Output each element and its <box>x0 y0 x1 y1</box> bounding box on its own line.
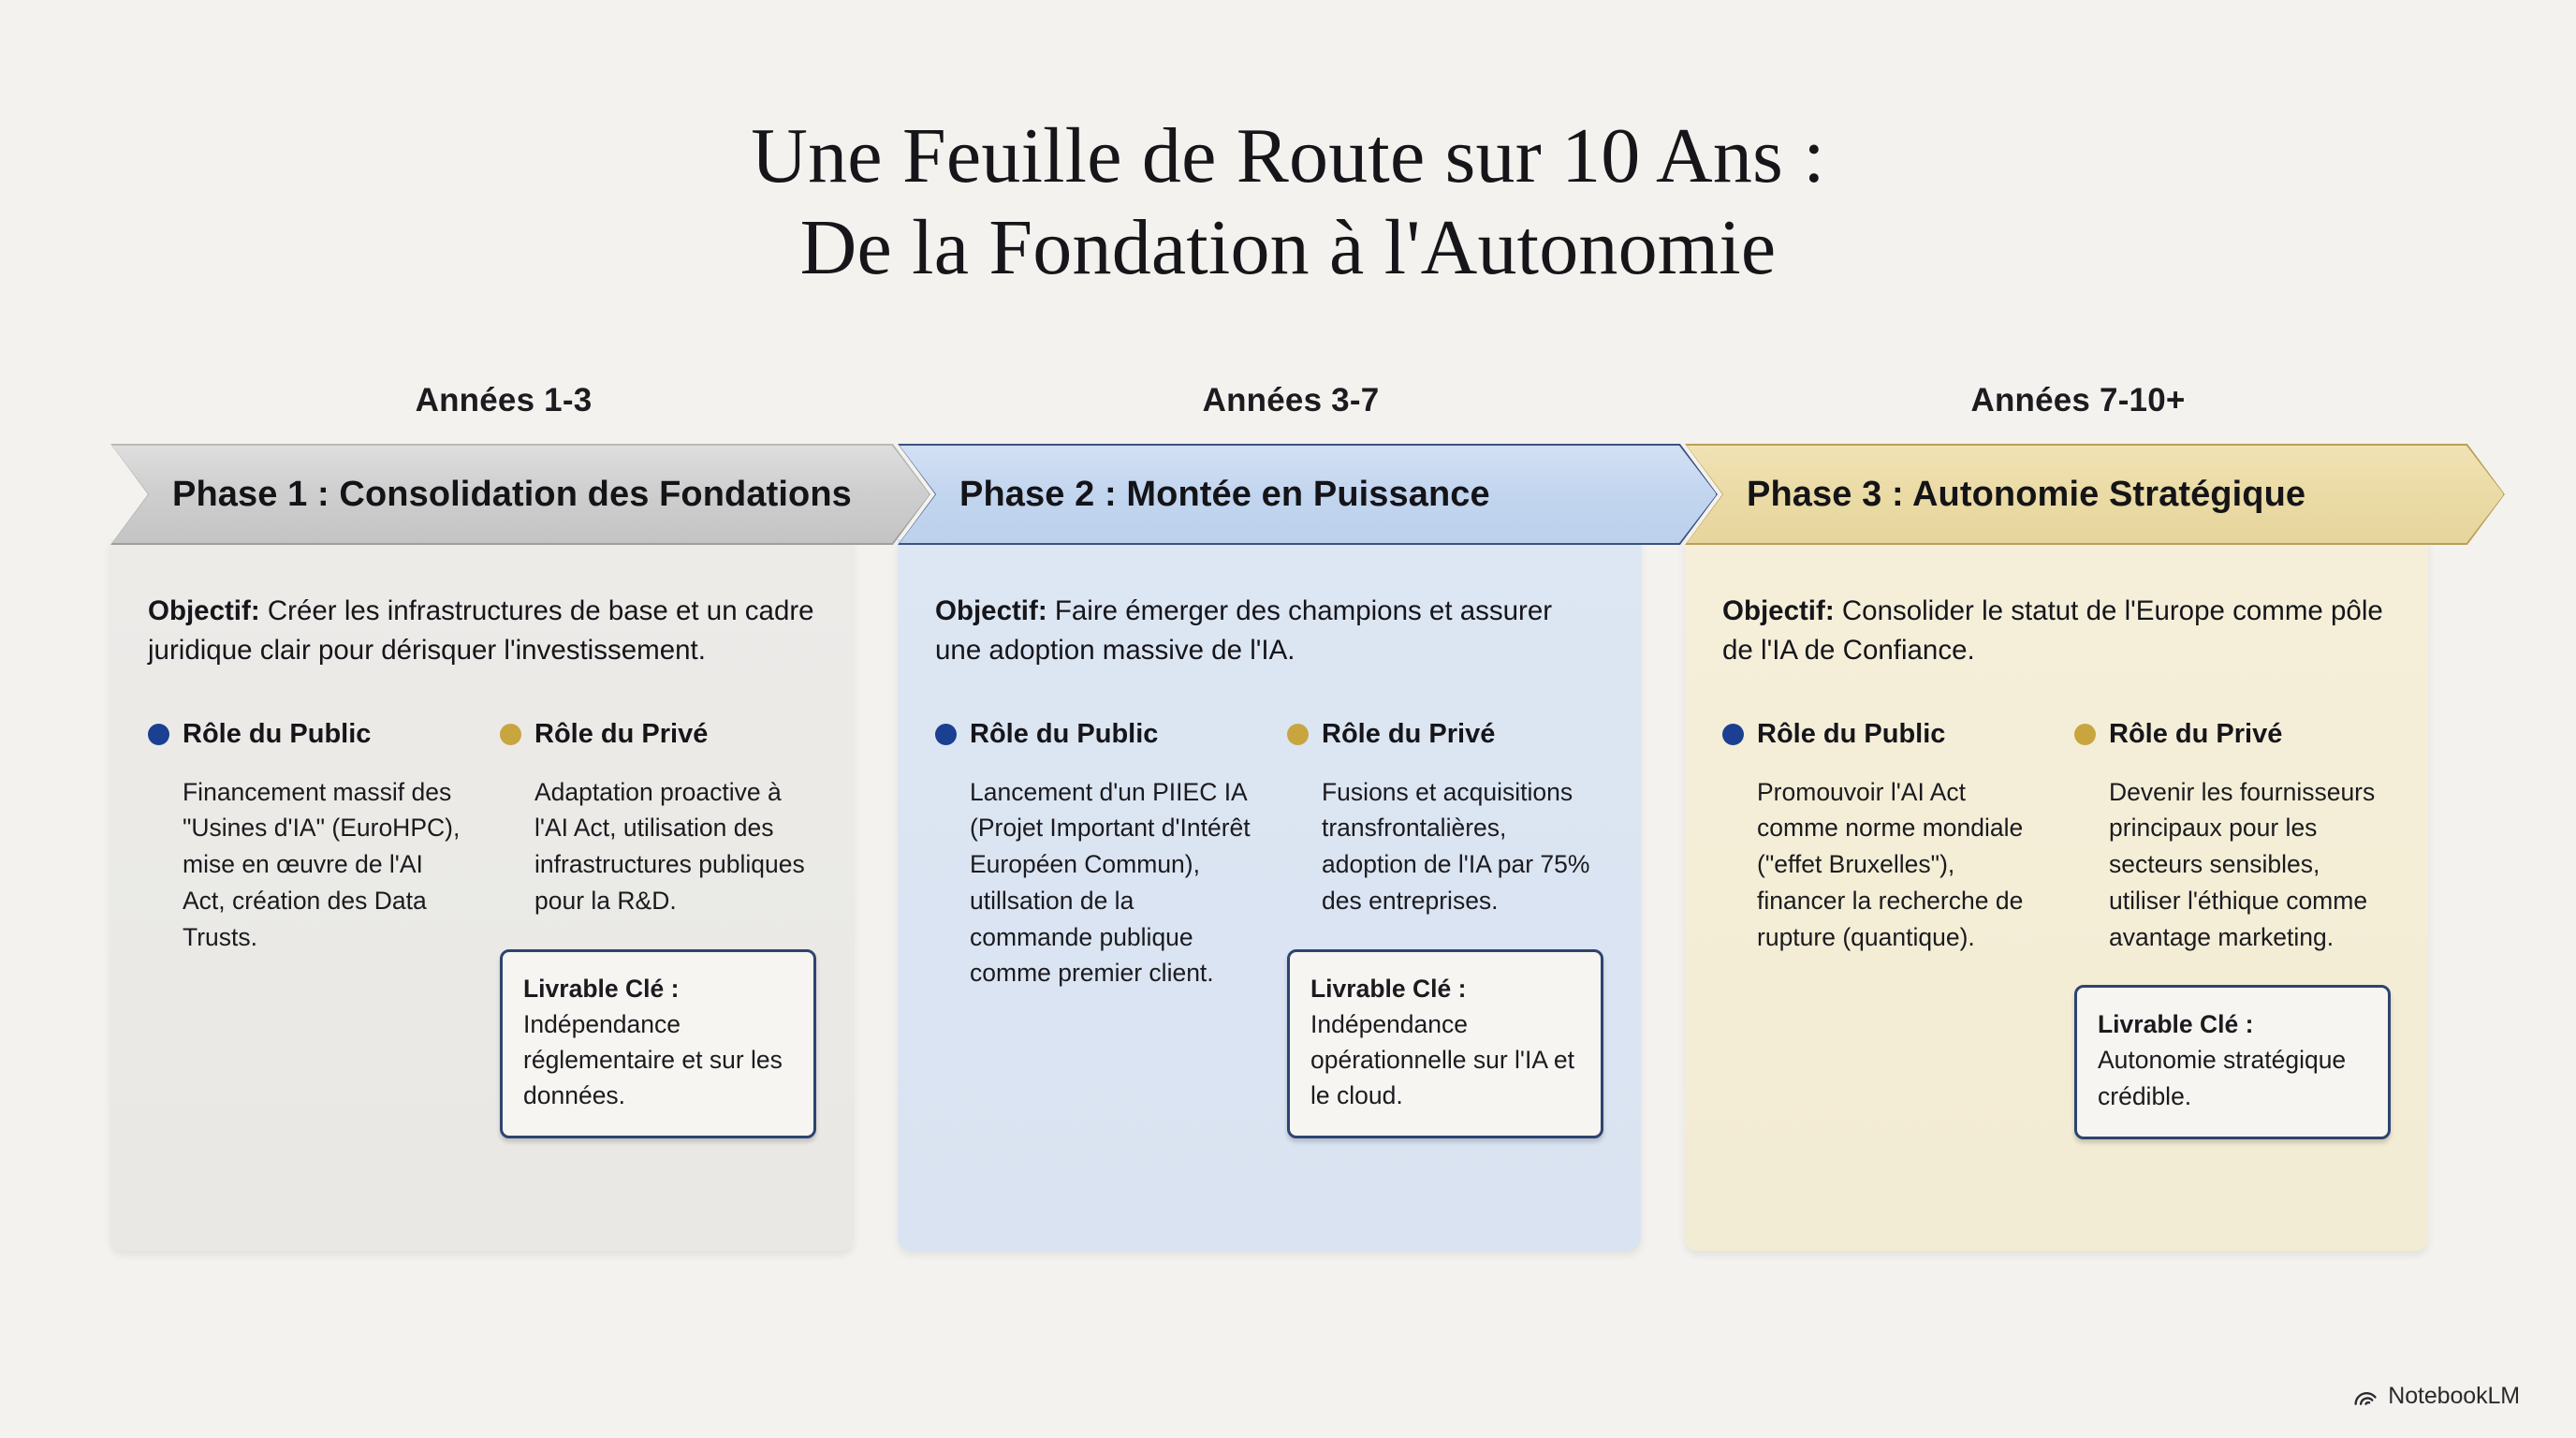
phase-3-public-column: Rôle du Public Promouvoir l'AI Act comme… <box>1722 719 2039 1139</box>
phase-3-public-text: Promouvoir l'AI Act comme norme mondiale… <box>1757 777 2024 951</box>
phase-2-public-text: Lancement d'un PIIEC IA (Projet Importan… <box>970 777 1251 988</box>
phase-2-objective: Objectif: Faire émerger des champions et… <box>935 592 1603 670</box>
phase-1-private-title: Rôle du Privé <box>534 718 709 749</box>
phase-1-objective: Objectif: Créer les infrastructures de b… <box>148 592 816 670</box>
phase-column-1: Années 1-3 Phase 1 : Consolidation des F… <box>110 382 930 1251</box>
phase-2-roles: Rôle du Public Lancement d'un PIIEC IA (… <box>935 719 1603 1139</box>
phase-3-private-header: Rôle du Privé <box>2074 719 2391 750</box>
private-role-dot-icon <box>1287 723 1309 745</box>
public-role-dot-icon <box>148 723 169 745</box>
phase-2-objective-text: Faire émerger des champions et assurer u… <box>935 595 1553 666</box>
phase-2-public-title: Rôle du Public <box>970 718 1159 749</box>
footer-branding: NotebookLM <box>2352 1383 2520 1410</box>
objectif-prefix: Objectif: <box>1722 595 1835 626</box>
objectif-prefix: Objectif: <box>148 595 260 626</box>
chevron-face-shape <box>112 446 929 543</box>
phase-1-years-label: Années 1-3 <box>415 382 593 418</box>
title-line-2: De la Fondation à l'Autonomie <box>799 204 1777 292</box>
phase-1-private-header: Rôle du Privé <box>500 719 816 750</box>
phase-3-private-text: Devenir les fournisseurs principaux pour… <box>2109 777 2376 951</box>
phase-1-banner[interactable]: Phase 1 : Consolidation des Fondations <box>110 444 930 545</box>
phase-2-livrable-label: Livrable Clé : <box>1310 974 1467 1003</box>
phase-1-public-column: Rôle du Public Financement massif des "U… <box>148 719 464 1138</box>
phase-1-private-column: Rôle du Privé Adaptation proactive à l'A… <box>500 719 816 1139</box>
objectif-prefix: Objectif: <box>935 595 1047 626</box>
page-title: Une Feuille de Route sur 10 Ans : De la … <box>0 110 2576 295</box>
phase-1-roles: Rôle du Public Financement massif des "U… <box>148 719 816 1139</box>
phase-1-objective-text: Créer les infrastructures de base et un … <box>148 595 814 666</box>
public-role-dot-icon <box>935 723 957 745</box>
notebooklm-spiral-icon <box>2354 1392 2377 1405</box>
phase-2-private-text: Fusions et acquisitions transfrontalière… <box>1322 777 1590 915</box>
phase-2-livrable-box: Livrable Clé : Indépendance opérationnel… <box>1287 948 1603 1139</box>
private-role-dot-icon <box>500 723 521 745</box>
phase-1-banner-label: Phase 1 : Consolidation des Fondations <box>172 474 852 514</box>
phase-3-livrable-label: Livrable Clé : <box>2098 1010 2254 1039</box>
phase-3-objective: Objectif: Consolider le statut de l'Euro… <box>1722 592 2391 670</box>
chevron-face-shape <box>1687 446 2503 543</box>
phase-2-years-label: Années 3-7 <box>1202 382 1380 418</box>
phase-3-banner-label: Phase 3 : Autonomie Stratégique <box>1747 474 2306 514</box>
phase-2-panel: Objectif: Faire émerger des champions et… <box>898 539 1641 1251</box>
phase-column-3: Années 7-10+ Phase 3 : Autonomie Stratég… <box>1685 382 2505 1251</box>
chevron-face-shape <box>900 446 1716 543</box>
phase-3-years-label: Années 7-10+ <box>1970 382 2186 418</box>
phase-3-private-column: Rôle du Privé Devenir les fournisseurs p… <box>2074 719 2391 1139</box>
phase-columns: Années 1-3 Phase 1 : Consolidation des F… <box>110 382 2505 1251</box>
phase-1-livrable-text: Indépendance réglementaire et sur les do… <box>523 1009 783 1109</box>
phase-2-public-column: Rôle du Public Lancement d'un PIIEC IA (… <box>935 719 1251 1138</box>
phase-3-roles: Rôle du Public Promouvoir l'AI Act comme… <box>1722 719 2391 1139</box>
phase-3-objective-text: Consolider le statut de l'Europe comme p… <box>1722 595 2383 666</box>
phase-column-2: Années 3-7 Phase 2 : Montée en Puissance… <box>898 382 1718 1251</box>
phase-3-livrable-text: Autonomie stratégique crédible. <box>2098 1046 2347 1110</box>
phase-3-panel: Objectif: Consolider le statut de l'Euro… <box>1685 539 2428 1251</box>
public-role-dot-icon <box>1722 723 1744 745</box>
private-role-dot-icon <box>2074 723 2096 745</box>
phase-2-public-header: Rôle du Public <box>935 719 1251 750</box>
phase-1-panel: Objectif: Créer les infrastructures de b… <box>110 539 854 1251</box>
phase-2-banner-label: Phase 2 : Montée en Puissance <box>959 474 1490 514</box>
phase-3-private-title: Rôle du Privé <box>2109 718 2283 749</box>
phase-2-private-column: Rôle du Privé Fusions et acquisitions tr… <box>1287 719 1603 1139</box>
phase-3-public-title: Rôle du Public <box>1757 718 1946 749</box>
phase-2-private-title: Rôle du Privé <box>1322 718 1496 749</box>
phase-1-livrable-label: Livrable Clé : <box>523 974 680 1003</box>
phase-1-public-header: Rôle du Public <box>148 719 464 750</box>
phase-2-banner[interactable]: Phase 2 : Montée en Puissance <box>898 444 1718 545</box>
phase-2-livrable-text: Indépendance opérationnelle sur l'IA et … <box>1310 1009 1575 1109</box>
phase-2-private-header: Rôle du Privé <box>1287 719 1603 750</box>
notebooklm-wordmark: NotebookLM <box>2388 1383 2520 1409</box>
title-line-1: Une Feuille de Route sur 10 Ans : <box>751 112 1825 199</box>
phase-1-private-text: Adaptation proactive à l'AI Act, utilisa… <box>534 777 805 915</box>
phase-1-livrable-box: Livrable Clé : Indépendance réglementair… <box>500 948 816 1139</box>
phase-3-livrable-box: Livrable Clé : Autonomie stratégique cré… <box>2074 985 2391 1139</box>
phase-3-banner[interactable]: Phase 3 : Autonomie Stratégique <box>1685 444 2505 545</box>
phase-1-public-title: Rôle du Public <box>183 718 372 749</box>
phase-1-public-text: Financement massif des "Usines d'IA" (Eu… <box>183 777 461 951</box>
phase-3-public-header: Rôle du Public <box>1722 719 2039 750</box>
